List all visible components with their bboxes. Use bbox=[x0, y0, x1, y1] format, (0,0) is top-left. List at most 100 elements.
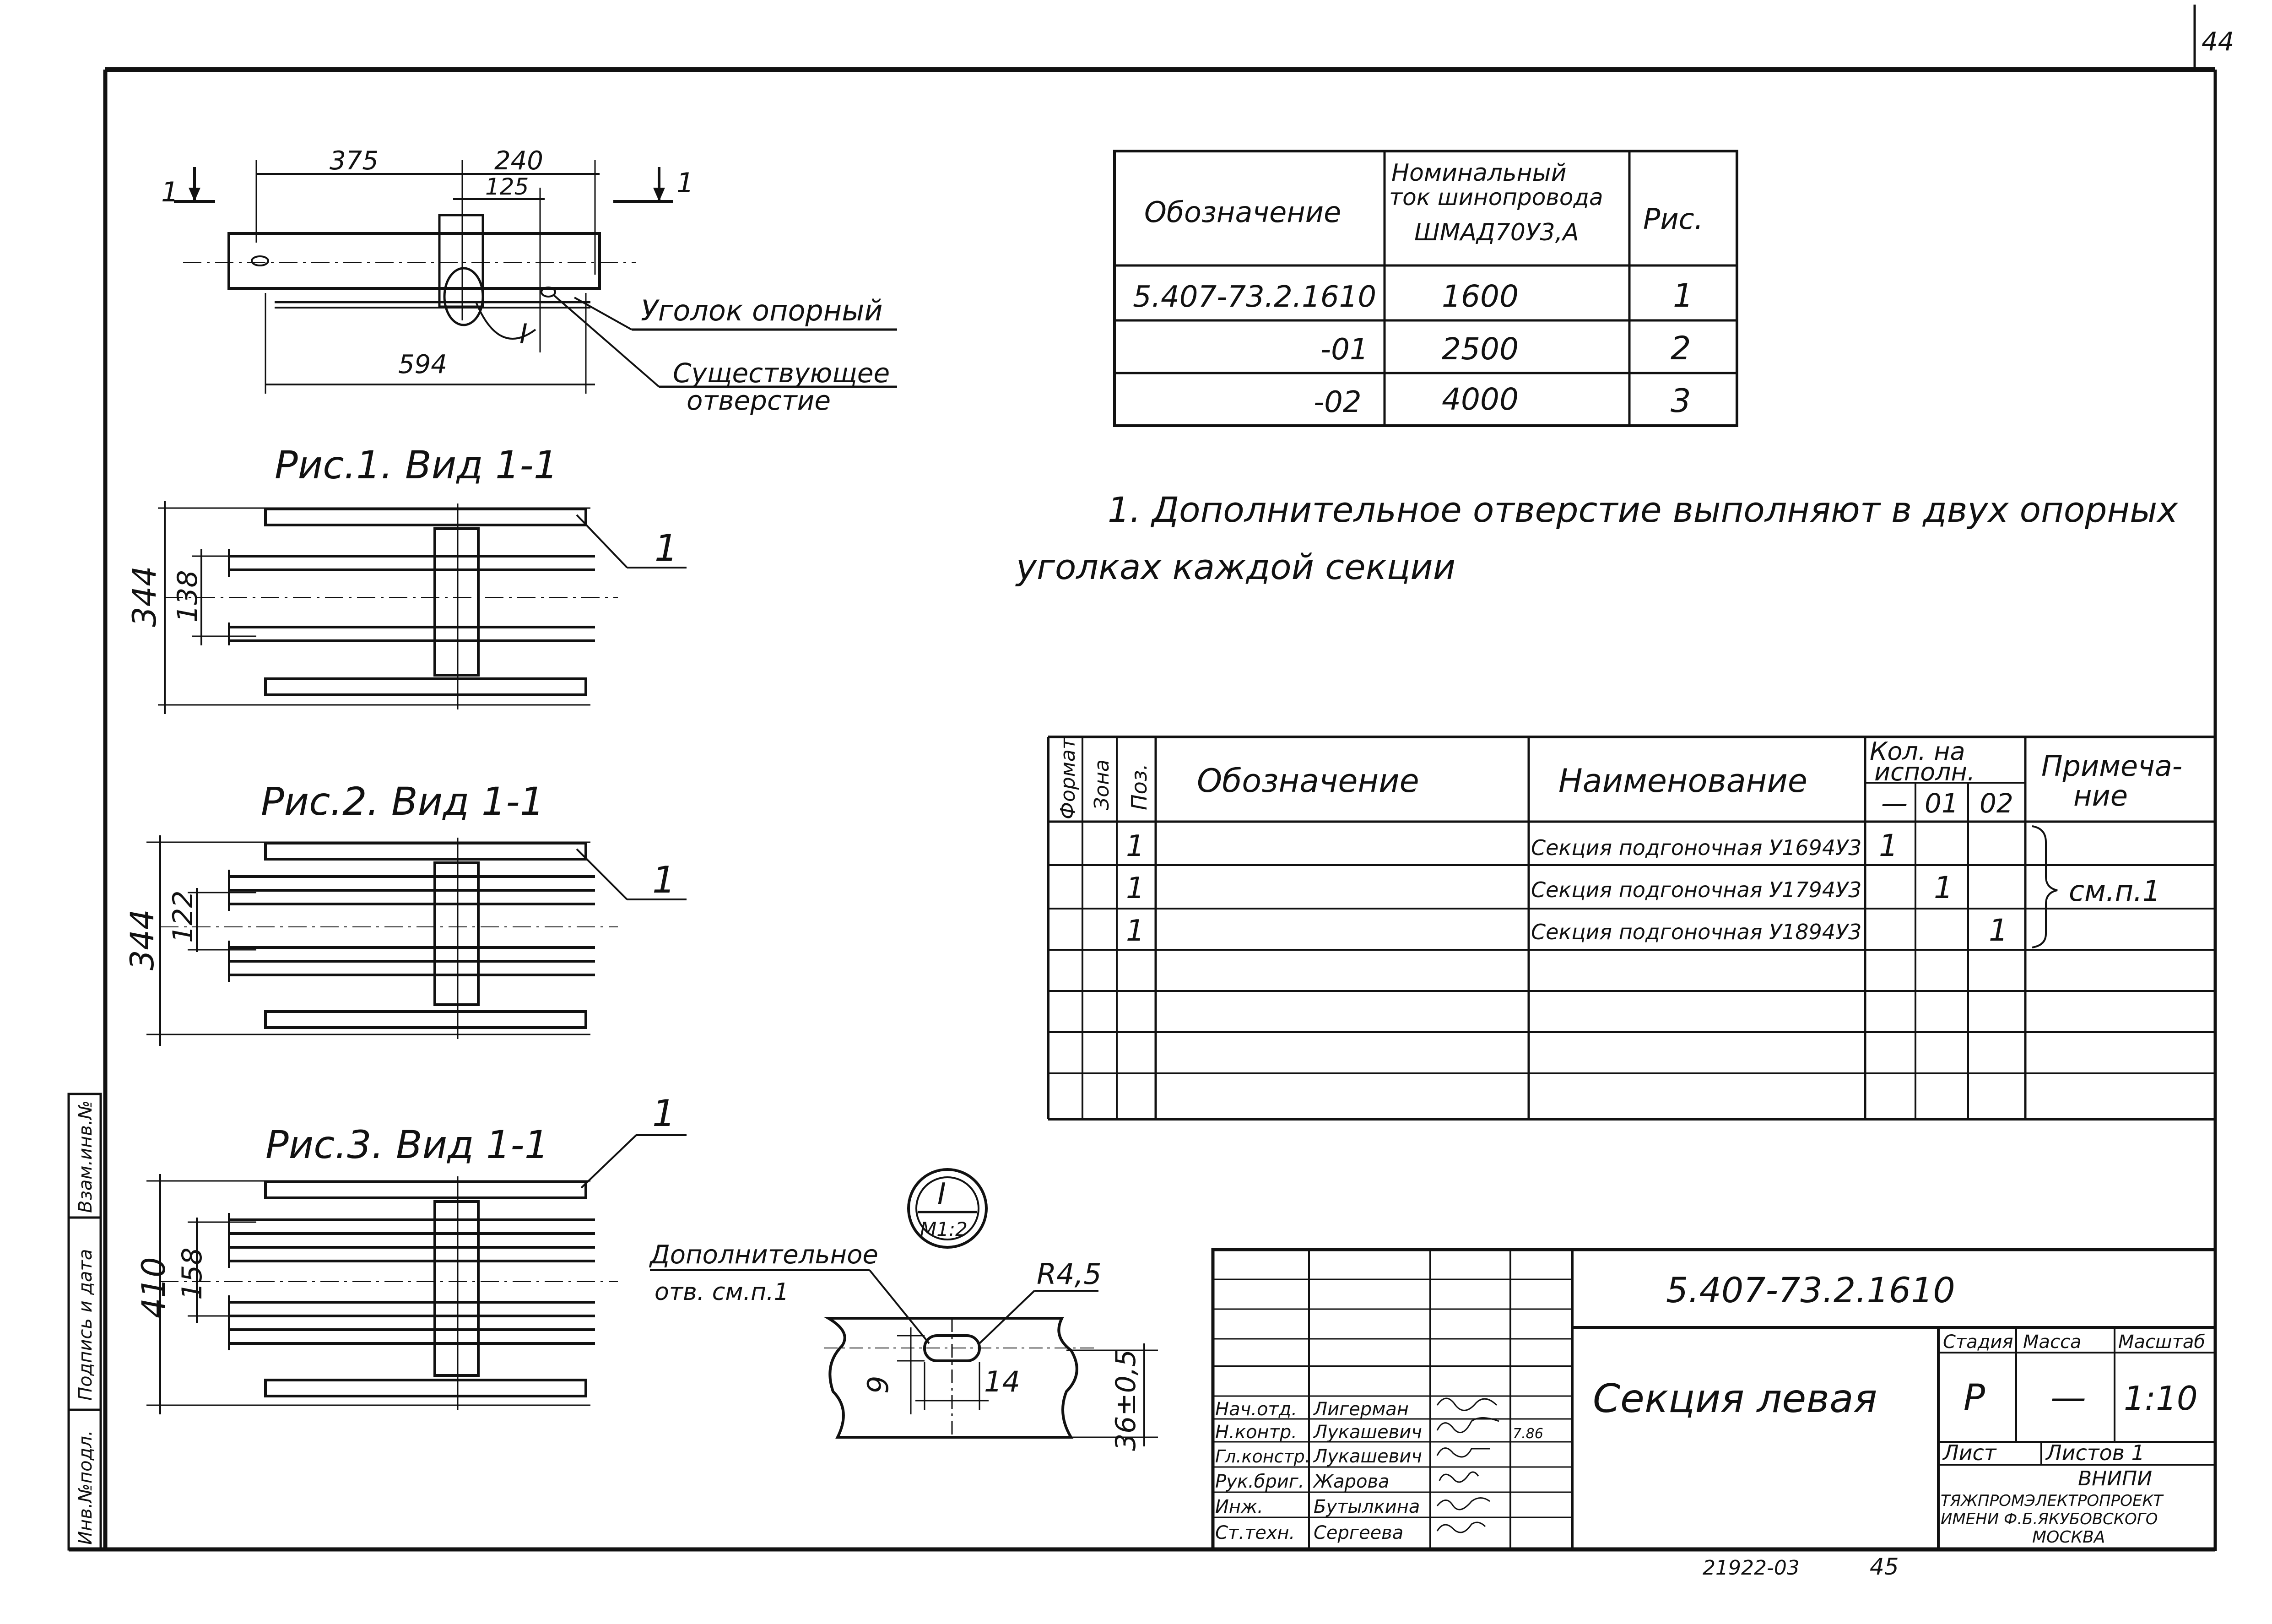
sig-role-5: Инж. bbox=[1215, 1496, 1263, 1517]
fig3-dim-outer: 410 bbox=[135, 1257, 173, 1318]
vt-header-current-3: ШМАД70У3,А bbox=[1414, 219, 1579, 246]
detail-label-2: отв. см.п.1 bbox=[655, 1278, 789, 1306]
callout-angle: Уголок опорный bbox=[641, 294, 883, 327]
detail-mark-top: I bbox=[519, 318, 528, 350]
tb-sheet-label: Лист bbox=[1942, 1440, 1997, 1465]
fig3-pos: 1 bbox=[652, 1092, 676, 1135]
spec-h-format: Формат bbox=[1056, 737, 1080, 819]
dim-594: 594 bbox=[398, 350, 447, 379]
tb-stage: Р bbox=[1964, 1377, 1985, 1418]
vt-header-designation: Обозначение bbox=[1144, 195, 1341, 229]
note-line-2: уголках каждой секции bbox=[1015, 547, 1455, 587]
vt-row1-current: 1600 bbox=[1442, 279, 1519, 314]
fig1-dim-inner: 138 bbox=[172, 570, 204, 623]
callout-hole-1: Существующее bbox=[673, 357, 890, 389]
tb-org-2: ТЯЖПРОМЭЛЕКТРОПРОЕКТ bbox=[1941, 1492, 2164, 1510]
spec-row1-q0: 1 bbox=[1879, 828, 1898, 863]
sig-role-1: Нач.отд. bbox=[1215, 1399, 1297, 1420]
sig-role-4: Рук.бриг. bbox=[1215, 1471, 1304, 1492]
sig-role-2: Н.контр. bbox=[1215, 1422, 1297, 1443]
tb-org-3: ИМЕНИ Ф.Б.ЯКУБОВСКОГО bbox=[1941, 1510, 2158, 1528]
tb-sheets-label: Листов 1 bbox=[2045, 1440, 2145, 1465]
sig-name-2: Лукашевич bbox=[1313, 1422, 1422, 1443]
callout-hole-2: отверстие bbox=[687, 385, 831, 416]
spec-row3-q2: 1 bbox=[1989, 913, 2008, 948]
detail-view: I М1:2 Дополнительное отв. см.п.1 R4,5 9… bbox=[649, 1168, 1158, 1451]
figure-2: Рис.2. Вид 1-1 344 122 1 bbox=[124, 779, 687, 1046]
vt-header-current-2: ток шинопровода bbox=[1389, 184, 1603, 211]
fig2-dim-inner: 122 bbox=[167, 890, 199, 943]
vt-row1-designation: 5.407-73.2.1610 bbox=[1133, 280, 1376, 314]
strip-replace-label: Взам.инв.№ bbox=[75, 1100, 96, 1213]
fig1-pos: 1 bbox=[655, 527, 678, 569]
vt-row2-fig: 2 bbox=[1671, 330, 1691, 367]
spec-h-qty-02: 02 bbox=[1980, 788, 2013, 819]
figure-1: Рис.1. Вид 1-1 344 138 1 bbox=[126, 443, 687, 714]
spec-h-note2: ние bbox=[2073, 779, 2128, 812]
spec-h-qty: Кол. на bbox=[1870, 737, 1965, 766]
spec-row2-name: Секция подгоночная У1794У3 bbox=[1531, 877, 1861, 902]
dim-375: 375 bbox=[330, 146, 379, 176]
vt-row3-current: 4000 bbox=[1442, 382, 1519, 417]
vt-row3-fig: 3 bbox=[1671, 382, 1691, 420]
spec-h-qty-01: 01 bbox=[1925, 788, 1958, 819]
fig1-title: Рис.1. Вид 1-1 bbox=[275, 443, 558, 487]
left-strip: Инв.№подл. Подпись и дата Взам.инв.№ bbox=[67, 1093, 102, 1551]
tb-date: 7.86 bbox=[1513, 1426, 1543, 1442]
spec-table: Формат Зона Поз. Обозначение Наименовани… bbox=[1047, 736, 2215, 1121]
dim-240: 240 bbox=[494, 146, 543, 176]
spec-h-note: Примеча- bbox=[2041, 749, 2182, 783]
handwritten-signatures bbox=[1436, 1397, 1499, 1533]
dim-125: 125 bbox=[485, 173, 529, 200]
spec-row2-pos: 1 bbox=[1126, 872, 1145, 905]
tb-org-4: МОСКВА bbox=[2032, 1528, 2105, 1547]
tb-h-stage: Стадия bbox=[1943, 1332, 2013, 1353]
vt-row3-designation: -02 bbox=[1314, 385, 1362, 419]
tb-doc-code: 5.407-73.2.1610 bbox=[1666, 1270, 1955, 1310]
stamp-page: 45 bbox=[1870, 1554, 1899, 1580]
strip-inv-label: Инв.№подл. bbox=[75, 1430, 96, 1545]
note: 1. Дополнительное отверстие выполняют в … bbox=[1015, 489, 2178, 587]
detail-dim-14: 14 bbox=[984, 1365, 1020, 1398]
sig-name-6: Сергеева bbox=[1314, 1522, 1403, 1543]
tb-org-1: ВНИПИ bbox=[2078, 1467, 2152, 1490]
sig-name-5: Бутылкина bbox=[1314, 1496, 1420, 1517]
sig-name-1: Лигерман bbox=[1313, 1399, 1409, 1420]
detail-dim-9: 9 bbox=[861, 1376, 895, 1394]
detail-mark: I bbox=[937, 1177, 946, 1211]
spec-row1-name: Секция подгоночная У1694У3 bbox=[1531, 835, 1861, 860]
spec-row3-pos: 1 bbox=[1126, 914, 1145, 948]
sig-name-4: Жарова bbox=[1312, 1471, 1390, 1492]
spec-h-qty-base: — bbox=[1881, 788, 1908, 819]
spec-h-name: Наименование bbox=[1558, 762, 1807, 800]
detail-dim-36: 36±0,5 bbox=[1110, 1349, 1142, 1451]
tb-name: Секция левая bbox=[1593, 1376, 1877, 1422]
vt-row2-current: 2500 bbox=[1442, 331, 1519, 367]
section-mark-right: 1 bbox=[676, 167, 694, 199]
section-mark-left: 1 bbox=[161, 176, 179, 208]
sig-role-3: Гл.констр. bbox=[1215, 1446, 1310, 1467]
variant-table: Обозначение Номинальный ток шинопровода … bbox=[1113, 150, 1738, 427]
tb-mass: — bbox=[2050, 1377, 2086, 1418]
note-line-1: 1. Дополнительное отверстие выполняют в … bbox=[1108, 489, 2178, 530]
spec-note-merged: см.п.1 bbox=[2069, 874, 2160, 908]
fig2-dim-outer: 344 bbox=[124, 909, 161, 970]
figure-3: Рис.3. Вид 1-1 410 158 1 bbox=[135, 1092, 687, 1414]
spec-h-designation: Обозначение bbox=[1197, 762, 1419, 800]
strip-sign-label: Подпись и дата bbox=[75, 1249, 96, 1401]
tb-scale: 1:10 bbox=[2124, 1379, 2198, 1418]
page-number-top: 44 bbox=[2202, 27, 2234, 57]
fig2-pos: 1 bbox=[652, 859, 676, 901]
spec-row1-pos: 1 bbox=[1126, 829, 1145, 863]
title-block: 5.407-73.2.1610 Секция левая Стадия Масс… bbox=[1211, 1248, 2217, 1551]
fig3-dim-inner: 158 bbox=[176, 1247, 208, 1300]
stamp-archive: 21922-03 bbox=[1703, 1556, 1800, 1580]
spec-row3-name: Секция подгоночная У1894У3 bbox=[1531, 920, 1861, 944]
top-view: 1 1 375 240 125 594 I bbox=[161, 146, 897, 416]
detail-label-1: Дополнительное bbox=[649, 1240, 878, 1270]
sig-name-3: Лукашевич bbox=[1313, 1446, 1422, 1467]
spec-h-qty2: исполн. bbox=[1874, 758, 1975, 786]
detail-scale: М1:2 bbox=[920, 1218, 968, 1240]
